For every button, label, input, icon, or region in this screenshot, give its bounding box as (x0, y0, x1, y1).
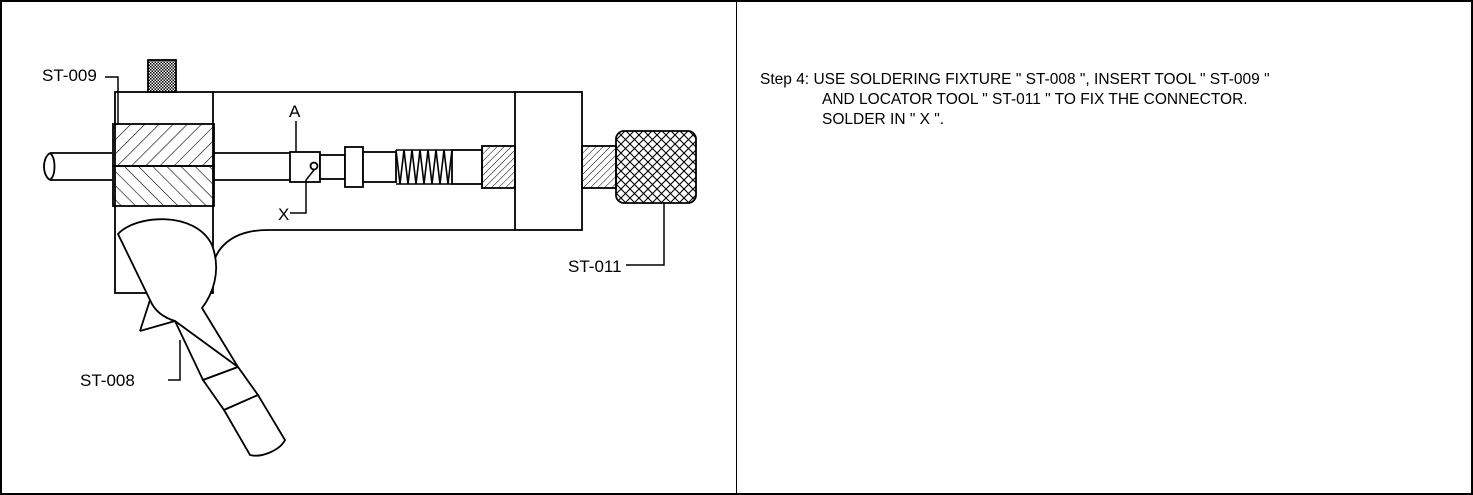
step-instructions: Step 4: USE SOLDERING FIXTURE " ST-008 "… (760, 70, 1460, 130)
step-label: Step 4: (760, 71, 810, 88)
label-st009: ST-009 (42, 66, 97, 85)
connector-rear (451, 145, 516, 189)
locator-tool-st011 (581, 130, 697, 204)
soldering-fixture-illustration: ST-009 A X ST-011 ST-008 (42, 59, 697, 457)
instruction-cell (736, 0, 1473, 495)
instruction-line-3: SOLDER IN " X ". (822, 111, 945, 128)
spring (395, 149, 453, 185)
connector (214, 146, 397, 188)
insert-tool-st009 (112, 59, 215, 207)
label-x: X (278, 205, 289, 224)
label-st008: ST-008 (80, 371, 135, 390)
label-st011: ST-011 (568, 257, 622, 276)
leader-lines (105, 76, 665, 381)
soldering-fixture-st008 (116, 218, 287, 457)
cable (43, 152, 112, 181)
instruction-line-1: Step 4: USE SOLDERING FIXTURE " ST-008 "… (760, 71, 1270, 88)
label-a: A (289, 102, 301, 121)
instruction-line-2: AND LOCATOR TOOL " ST-011 " TO FIX THE C… (822, 91, 1248, 108)
